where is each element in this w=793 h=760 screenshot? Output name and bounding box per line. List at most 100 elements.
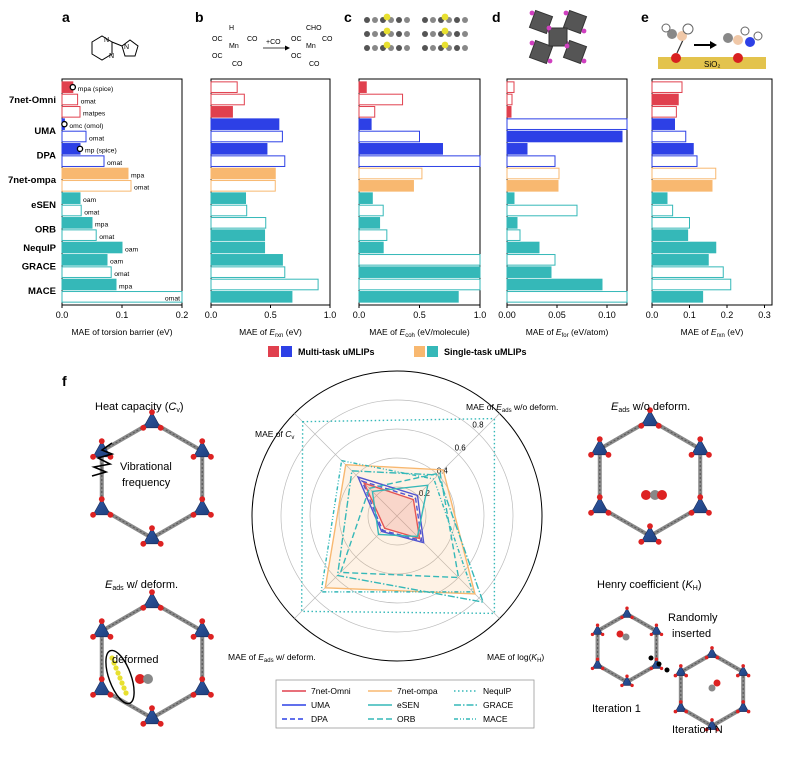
bar-marker-dot — [69, 83, 77, 91]
model-labels: 7net-OmniUMADPA7net-ompaeSENORBNequIPGRA… — [8, 95, 57, 297]
x-axis-label: MAE of Erxn (eV) — [239, 327, 302, 339]
radar-axis-label: MAE of Eads w/ deform. — [228, 652, 316, 664]
atom — [404, 17, 410, 23]
atom — [655, 538, 662, 545]
legend-multi-label: Multi-task uMLIPs — [298, 347, 375, 357]
atom — [90, 691, 96, 698]
bar — [651, 204, 674, 217]
random-line2: inserted — [672, 628, 711, 640]
atom-sulfur — [441, 41, 449, 49]
mn-left-co1: CO — [247, 36, 258, 43]
x-tick-label: 1.0 — [324, 310, 337, 320]
bar — [506, 217, 518, 229]
atom — [190, 511, 197, 518]
bar — [210, 192, 247, 204]
bar — [651, 217, 690, 229]
atom — [157, 540, 164, 547]
atom — [199, 618, 206, 625]
bar — [358, 192, 373, 204]
model-label: NequIP — [23, 243, 56, 254]
bar — [210, 81, 238, 93]
x-tick-label: 0.10 — [598, 310, 616, 320]
bar — [651, 192, 668, 204]
panel-letters: a b c d e f — [62, 9, 649, 389]
bar-dataset-label: mpa — [131, 172, 144, 179]
eads-wo-title: Eads w/o deform. — [611, 401, 690, 414]
bar-dataset-label: mpa — [95, 222, 108, 229]
atom — [746, 673, 751, 678]
bar-dataset-label: mp (spice) — [85, 148, 117, 155]
x-tick-label: 0.0 — [353, 310, 366, 320]
bar — [210, 167, 276, 180]
atom — [396, 31, 402, 37]
legend-label: DPA — [311, 714, 328, 724]
radar-gridline — [280, 399, 514, 633]
atom — [190, 691, 197, 698]
radar-r-label: 0.6 — [455, 443, 467, 452]
bar — [506, 106, 512, 118]
radar-axis-label: MAE of Cv — [255, 429, 294, 441]
bar — [210, 266, 286, 278]
iter1-label: Iteration 1 — [592, 703, 641, 715]
legend-label: ORB — [397, 714, 416, 724]
panel-f-captions: Heat capacity (Cv) Vibrational frequency… — [95, 401, 723, 736]
bar — [358, 143, 443, 155]
atom — [462, 17, 468, 23]
panel-b-reaction-illustration: H OC Mn OC CO CO +CO CHO Mn OC OC CO CO — [212, 25, 333, 68]
atom — [590, 632, 595, 637]
task-legend: Multi-task uMLIPs Single-task uMLIPs — [268, 346, 527, 357]
bar — [210, 204, 248, 217]
bar — [358, 229, 388, 241]
radar-r-label: 0.2 — [419, 489, 431, 498]
atom — [372, 17, 378, 23]
bar — [358, 217, 381, 229]
atom — [679, 664, 683, 668]
atom-sulfur — [441, 13, 449, 21]
henry-title: Henry coefficient (KH) — [597, 579, 702, 592]
atom — [688, 509, 695, 516]
bar — [651, 118, 675, 130]
atom-sulfur — [441, 27, 449, 35]
atom — [98, 618, 105, 625]
mn-left-metal: Mn — [229, 43, 239, 50]
atom — [199, 676, 206, 683]
random-line1: Randomly — [668, 612, 718, 624]
plot-frame — [506, 78, 628, 306]
atom — [684, 673, 689, 678]
atom — [706, 509, 712, 516]
atom — [710, 646, 714, 650]
radar-legend: 7net-OmniUMADPA7net-ompaeSENORBNequIPGRA… — [275, 679, 535, 729]
bar — [506, 180, 559, 192]
legend-label: NequIP — [483, 686, 512, 696]
x-tick-label: 0.5 — [413, 310, 426, 320]
atom — [98, 438, 105, 445]
x-tick-label: 0.3 — [758, 310, 771, 320]
atom — [364, 31, 370, 37]
bar — [358, 241, 384, 254]
atom — [546, 25, 552, 31]
panel-letter-c: c — [344, 9, 352, 25]
atom — [107, 511, 114, 518]
bar — [506, 241, 540, 254]
atom — [208, 511, 214, 518]
atom — [704, 655, 709, 660]
bar — [358, 155, 481, 167]
radar-axis-label: MAE of Eads w/o deform. — [466, 402, 558, 414]
radar-gridline — [309, 428, 485, 604]
mn-right-co1: CO — [322, 36, 333, 43]
bar — [506, 130, 623, 143]
deformed-label: deformed — [112, 654, 158, 666]
atom — [149, 409, 155, 416]
mof-eads-w — [90, 589, 214, 727]
ellipsis-dot — [656, 661, 662, 667]
x-tick-label: 0.00 — [498, 310, 516, 320]
bar — [651, 266, 724, 278]
atom — [704, 727, 709, 732]
atom — [625, 606, 629, 610]
bar — [358, 130, 420, 143]
atom — [647, 523, 653, 530]
bar-dataset-label: omat — [107, 160, 122, 167]
bar — [61, 278, 117, 291]
mn-left-oc2: OC — [212, 53, 223, 60]
